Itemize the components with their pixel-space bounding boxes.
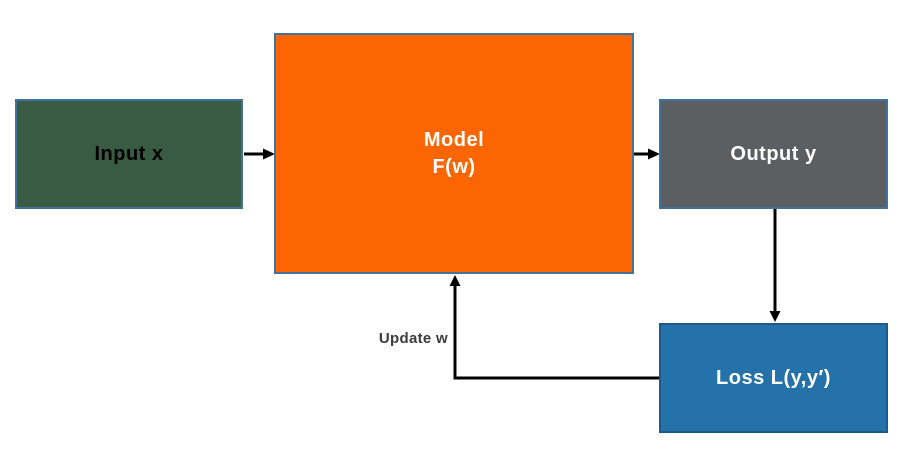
node-model: Model F(w) <box>274 33 634 274</box>
node-model-label-line1: Model <box>423 128 485 151</box>
arrowhead-output-to-loss <box>769 311 781 322</box>
node-output: Output y <box>659 99 888 209</box>
node-input: Input x <box>15 99 243 209</box>
node-loss-label: Loss L(y,y′) <box>716 366 831 389</box>
update-w-label: Update w <box>378 330 448 347</box>
node-output-label: Output y <box>730 142 817 165</box>
node-model-label: Model F(w) <box>424 127 484 181</box>
arrowhead-loss-to-model <box>449 275 461 286</box>
node-model-label-line2: F(w) <box>432 155 476 178</box>
arrow-loss-to-model <box>453 284 659 380</box>
node-loss: Loss L(y,y′) <box>659 323 888 433</box>
node-input-label: Input x <box>94 142 164 165</box>
